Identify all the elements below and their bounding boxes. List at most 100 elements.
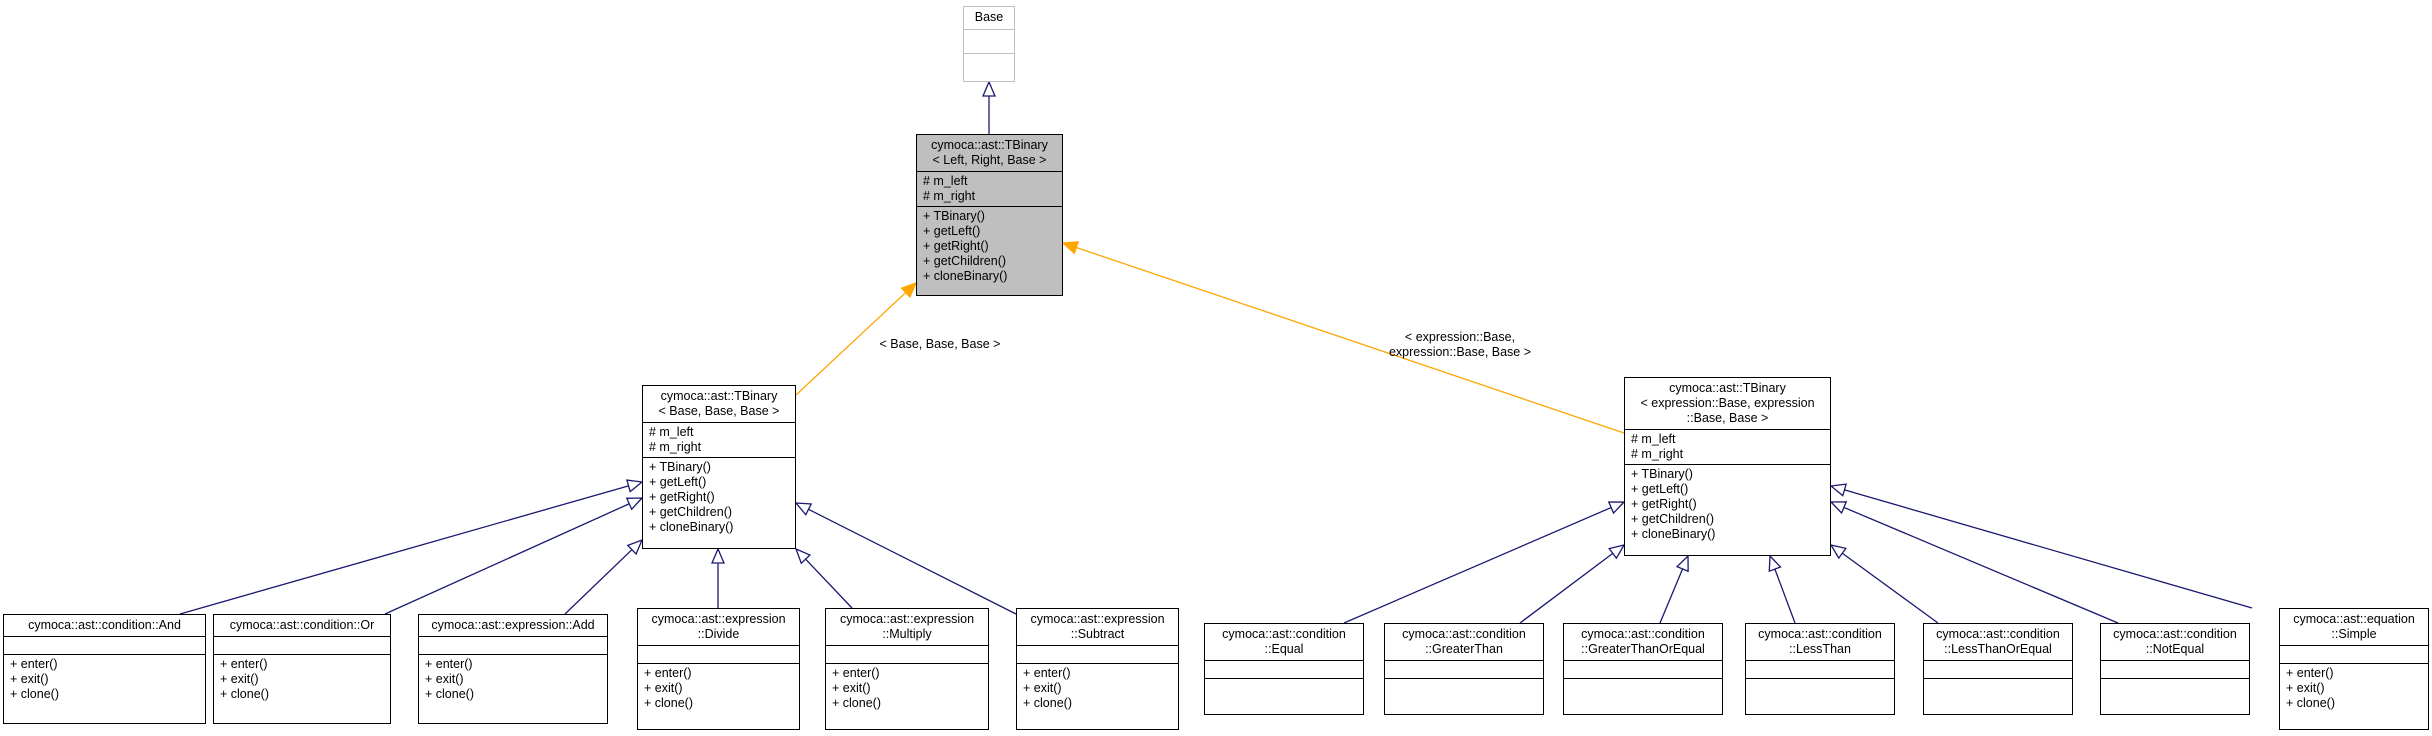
methods-section-line: + enter() <box>220 657 268 671</box>
methods-section <box>2101 678 2249 714</box>
attributes-section <box>2280 645 2428 663</box>
class-box-divide[interactable]: cymoca::ast::expression::Divide+ enter()… <box>637 608 800 730</box>
edge-inherit-lt <box>1774 568 1796 624</box>
class-name-line: cymoca::ast::TBinary <box>1669 381 1786 395</box>
class-box-tbinary[interactable]: cymoca::ast::TBinary< Left, Right, Base … <box>916 134 1063 296</box>
class-name-line: ::Multiply <box>882 627 932 641</box>
edge-inherit-ne <box>1843 506 2119 624</box>
class-box-lt[interactable]: cymoca::ast::condition::LessThan <box>1745 623 1895 715</box>
methods-section-line: + enter() <box>10 657 58 671</box>
class-box-equal[interactable]: cymoca::ast::condition::Equal <box>1204 623 1364 715</box>
class-name: cymoca::ast::expression::Multiply <box>826 609 988 645</box>
class-name-line: cymoca::ast::expression <box>839 612 975 626</box>
arrowhead <box>794 547 812 565</box>
methods-section-line: + getLeft() <box>1631 482 1689 496</box>
edge-inherit-gt <box>1519 552 1614 624</box>
class-box-simple[interactable]: cymoca::ast::equation::Simple+ enter()+ … <box>2279 608 2429 730</box>
methods-section <box>1924 678 2072 714</box>
edge-inherit-subtract <box>808 508 1017 615</box>
methods-section-line: + exit() <box>832 681 871 695</box>
class-name-line: cymoca::ast::condition <box>1402 627 1526 641</box>
attributes-section-line: # m_right <box>923 189 976 203</box>
methods-section-line: + getRight() <box>923 239 989 253</box>
arrowhead <box>900 281 918 299</box>
edge-inherit-multiply <box>805 558 853 609</box>
class-name-line: < Base, Base, Base > <box>658 404 780 418</box>
class-name-line: cymoca::ast::equation <box>2293 612 2415 626</box>
arrowhead <box>982 80 996 97</box>
class-name-line: ::NotEqual <box>2145 642 2205 656</box>
class-name: cymoca::ast::equation::Simple <box>2280 609 2428 645</box>
class-box-gte[interactable]: cymoca::ast::condition::GreaterThanOrEqu… <box>1563 623 1723 715</box>
methods-section-line: + TBinary() <box>923 209 985 223</box>
class-box-or[interactable]: cymoca::ast::condition::Or+ enter()+ exi… <box>213 614 391 724</box>
class-box-gt[interactable]: cymoca::ast::condition::GreaterThan <box>1384 623 1544 715</box>
methods-section-line: + TBinary() <box>649 460 711 474</box>
arrowhead <box>1061 241 1080 255</box>
arrowhead <box>1829 544 1847 560</box>
class-name-line: ::Simple <box>2331 627 2377 641</box>
methods-section: + enter()+ exit()+ clone() <box>214 654 390 723</box>
class-box-add[interactable]: cymoca::ast::expression::Add+ enter()+ e… <box>418 614 608 724</box>
methods-section-line: + cloneBinary() <box>1631 527 1716 541</box>
methods-section-line: + enter() <box>644 666 692 680</box>
class-name: cymoca::ast::expression::Add <box>419 615 607 636</box>
arrowhead <box>1768 554 1782 573</box>
class-name-line: < Left, Right, Base > <box>932 153 1047 167</box>
methods-section-line: + clone() <box>220 687 269 701</box>
methods-section-line: + TBinary() <box>1631 467 1693 481</box>
class-box-multiply[interactable]: cymoca::ast::expression::Multiply+ enter… <box>825 608 989 730</box>
class-box-ne[interactable]: cymoca::ast::condition::NotEqual <box>2100 623 2250 715</box>
class-name-line: ::Divide <box>697 627 740 641</box>
methods-section-line: + clone() <box>1023 696 1072 710</box>
methods-section-line: + clone() <box>2286 696 2335 710</box>
attributes-section-line: # m_left <box>1631 432 1676 446</box>
class-name: Base <box>964 7 1014 29</box>
edge-inherit-lte <box>1841 552 1939 624</box>
class-box-subtract[interactable]: cymoca::ast::expression::Subtract+ enter… <box>1016 608 1179 730</box>
attributes-section <box>964 29 1014 53</box>
class-name-line: Base <box>974 10 1004 24</box>
class-box-and[interactable]: cymoca::ast::condition::And+ enter()+ ex… <box>3 614 206 724</box>
methods-section <box>964 53 1014 77</box>
methods-section-line: + exit() <box>644 681 683 695</box>
class-name-line: cymoca::ast::expression <box>1030 612 1165 626</box>
class-name-line: ::Base, Base > <box>1686 411 1769 425</box>
arrowhead <box>1675 554 1689 573</box>
class-name-line: cymoca::ast::condition <box>1581 627 1705 641</box>
class-name-line: cymoca::ast::condition::And <box>28 618 181 632</box>
class-name: cymoca::ast::TBinary< Left, Right, Base … <box>917 135 1062 171</box>
class-name-line: ::Equal <box>1264 642 1304 656</box>
class-box-tbin-expr[interactable]: cymoca::ast::TBinary< expression::Base, … <box>1624 377 1831 556</box>
methods-section-line: + exit() <box>2286 681 2325 695</box>
attributes-section <box>2101 660 2249 678</box>
class-name-line: cymoca::ast::condition <box>1222 627 1346 641</box>
attributes-section: # m_left# m_right <box>917 171 1062 206</box>
edge-inherit-or <box>384 503 630 615</box>
methods-section-line: + getChildren() <box>649 505 733 519</box>
attributes-section-line: # m_right <box>1631 447 1684 461</box>
methods-section <box>1564 678 1722 714</box>
class-name: cymoca::ast::condition::Equal <box>1205 624 1363 660</box>
class-name: cymoca::ast::expression::Subtract <box>1017 609 1178 645</box>
class-box-lte[interactable]: cymoca::ast::condition::LessThanOrEqual <box>1923 623 2073 715</box>
class-box-base[interactable]: Base <box>963 6 1015 82</box>
attributes-section <box>1385 660 1543 678</box>
class-box-tbin-bbb[interactable]: cymoca::ast::TBinary< Base, Base, Base >… <box>642 385 796 549</box>
attributes-section <box>1564 660 1722 678</box>
methods-section-line: + getChildren() <box>923 254 1007 268</box>
methods-section-line: + enter() <box>425 657 473 671</box>
attributes-section <box>419 636 607 654</box>
class-name-line: cymoca::ast::TBinary <box>660 389 778 403</box>
template-args-label-line: < expression::Base, <box>1404 330 1516 344</box>
arrowhead <box>1829 483 1848 497</box>
attributes-section <box>1205 660 1363 678</box>
class-name-line: cymoca::ast::expression <box>651 612 786 626</box>
class-name-line: ::GreaterThanOrEqual <box>1581 642 1705 656</box>
methods-section-line: + getChildren() <box>1631 512 1715 526</box>
methods-section <box>1385 678 1543 714</box>
class-name-line: cymoca::ast::condition <box>1758 627 1882 641</box>
class-name-line: cymoca::ast::expression::Add <box>431 618 595 632</box>
methods-section-line: + exit() <box>425 672 464 686</box>
